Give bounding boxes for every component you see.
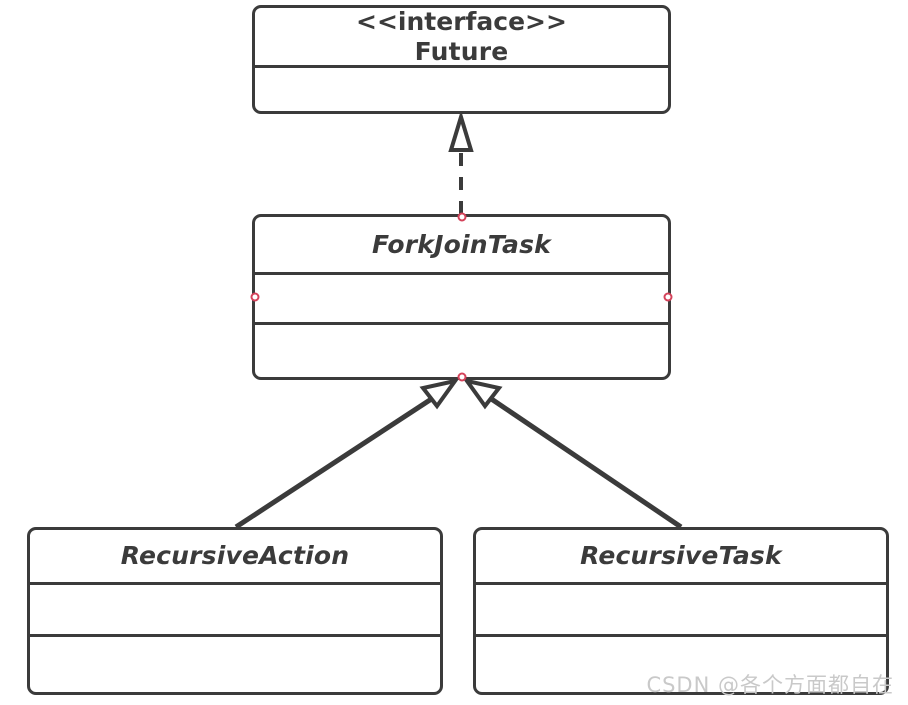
connection-handle-left[interactable] [250,292,260,302]
connection-handle-top[interactable] [457,212,466,222]
uml-class-recursivetask[interactable]: RecursiveTask [473,527,889,695]
realization-forkjointask-to-future [448,110,474,214]
hollow-triangle-arrowhead-icon [448,110,474,152]
class-name-forkjointask: ForkJoinTask [372,229,551,259]
class-attributes-compartment-future [255,65,668,111]
class-attributes-compartment-forkjointask [255,271,668,322]
class-operations-compartment-forkjointask [255,322,668,377]
uml-class-recursiveaction[interactable]: RecursiveAction [27,527,443,695]
class-attributes-compartment-recursiveaction [30,582,440,634]
class-name-recursiveaction: RecursiveAction [120,541,350,571]
class-name-future: Future [414,36,509,66]
csdn-watermark: CSDN @各个方面都自在 [646,673,894,697]
generalization-solid-line [234,393,438,530]
class-operations-compartment-recursiveaction [30,634,440,692]
connection-handle-right[interactable] [663,292,673,302]
hollow-triangle-arrowhead-icon [419,377,460,410]
class-header-recursivetask: RecursiveTask [476,530,886,582]
uml-class-forkjointask[interactable]: ForkJoinTask [250,212,673,382]
class-header-recursiveaction: RecursiveAction [30,530,440,582]
hollow-triangle-arrowhead-icon [462,377,503,410]
class-header-future: <<interface>> Future [255,7,668,66]
generalization-recursiveaction-to-forkjointask [234,377,460,530]
class-operations-compartment-recursivetask [476,634,886,692]
uml-class-future[interactable]: <<interface>> Future [252,5,671,114]
generalization-solid-line [485,393,683,530]
class-stereotype-future: <<interface>> [356,7,567,36]
generalization-recursivetask-to-forkjointask [462,377,683,530]
class-name-recursivetask: RecursiveTask [580,541,782,571]
class-header-forkjointask: ForkJoinTask [255,217,668,272]
class-attributes-compartment-recursivetask [476,582,886,634]
connection-handle-bottom[interactable] [457,372,466,382]
